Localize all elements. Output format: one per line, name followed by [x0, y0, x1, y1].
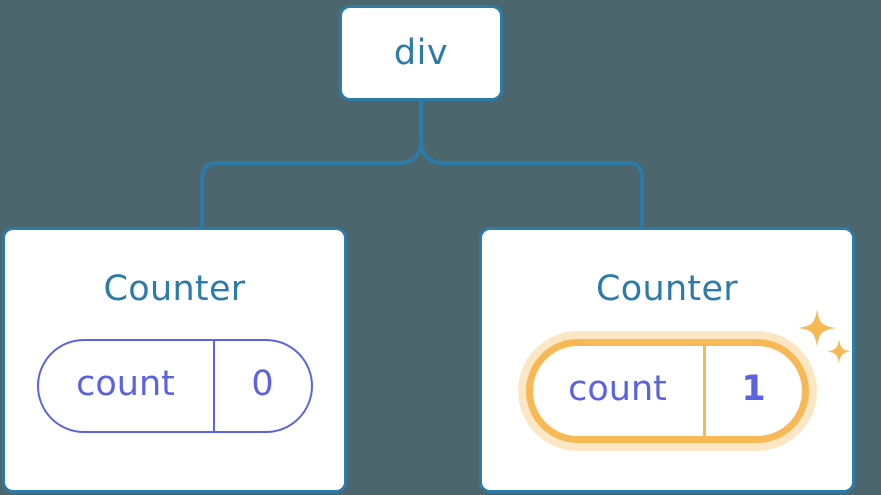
edge-root-to-counter-right — [419, 99, 644, 229]
counter-right-title: Counter — [596, 269, 738, 309]
counter-left-state-pill[interactable]: count 0 — [36, 339, 313, 433]
counter-right-state-wrap: count 1 — [525, 309, 851, 443]
sparkle-icon — [797, 309, 836, 347]
tree-node-counter-right[interactable]: Counter count 1 — [479, 227, 855, 493]
root-node-label: div — [393, 32, 449, 73]
counter-right-state-pill[interactable]: count 1 — [525, 339, 809, 443]
edge-root-to-counter-left — [200, 99, 423, 229]
counter-right-state-value: 1 — [702, 346, 802, 436]
counter-left-state-key: count — [76, 363, 175, 404]
counter-left-title: Counter — [103, 269, 246, 309]
tree-node-counter-left[interactable]: Counter count 0 — [2, 227, 347, 493]
counter-left-state-value: 0 — [212, 341, 311, 431]
sparkle-group — [797, 309, 851, 364]
sparkle-icon — [826, 339, 851, 364]
counter-right-state-key: count — [568, 368, 667, 409]
counter-left-state-wrap: count 0 — [36, 339, 313, 433]
tree-node-root[interactable]: div — [339, 5, 503, 101]
